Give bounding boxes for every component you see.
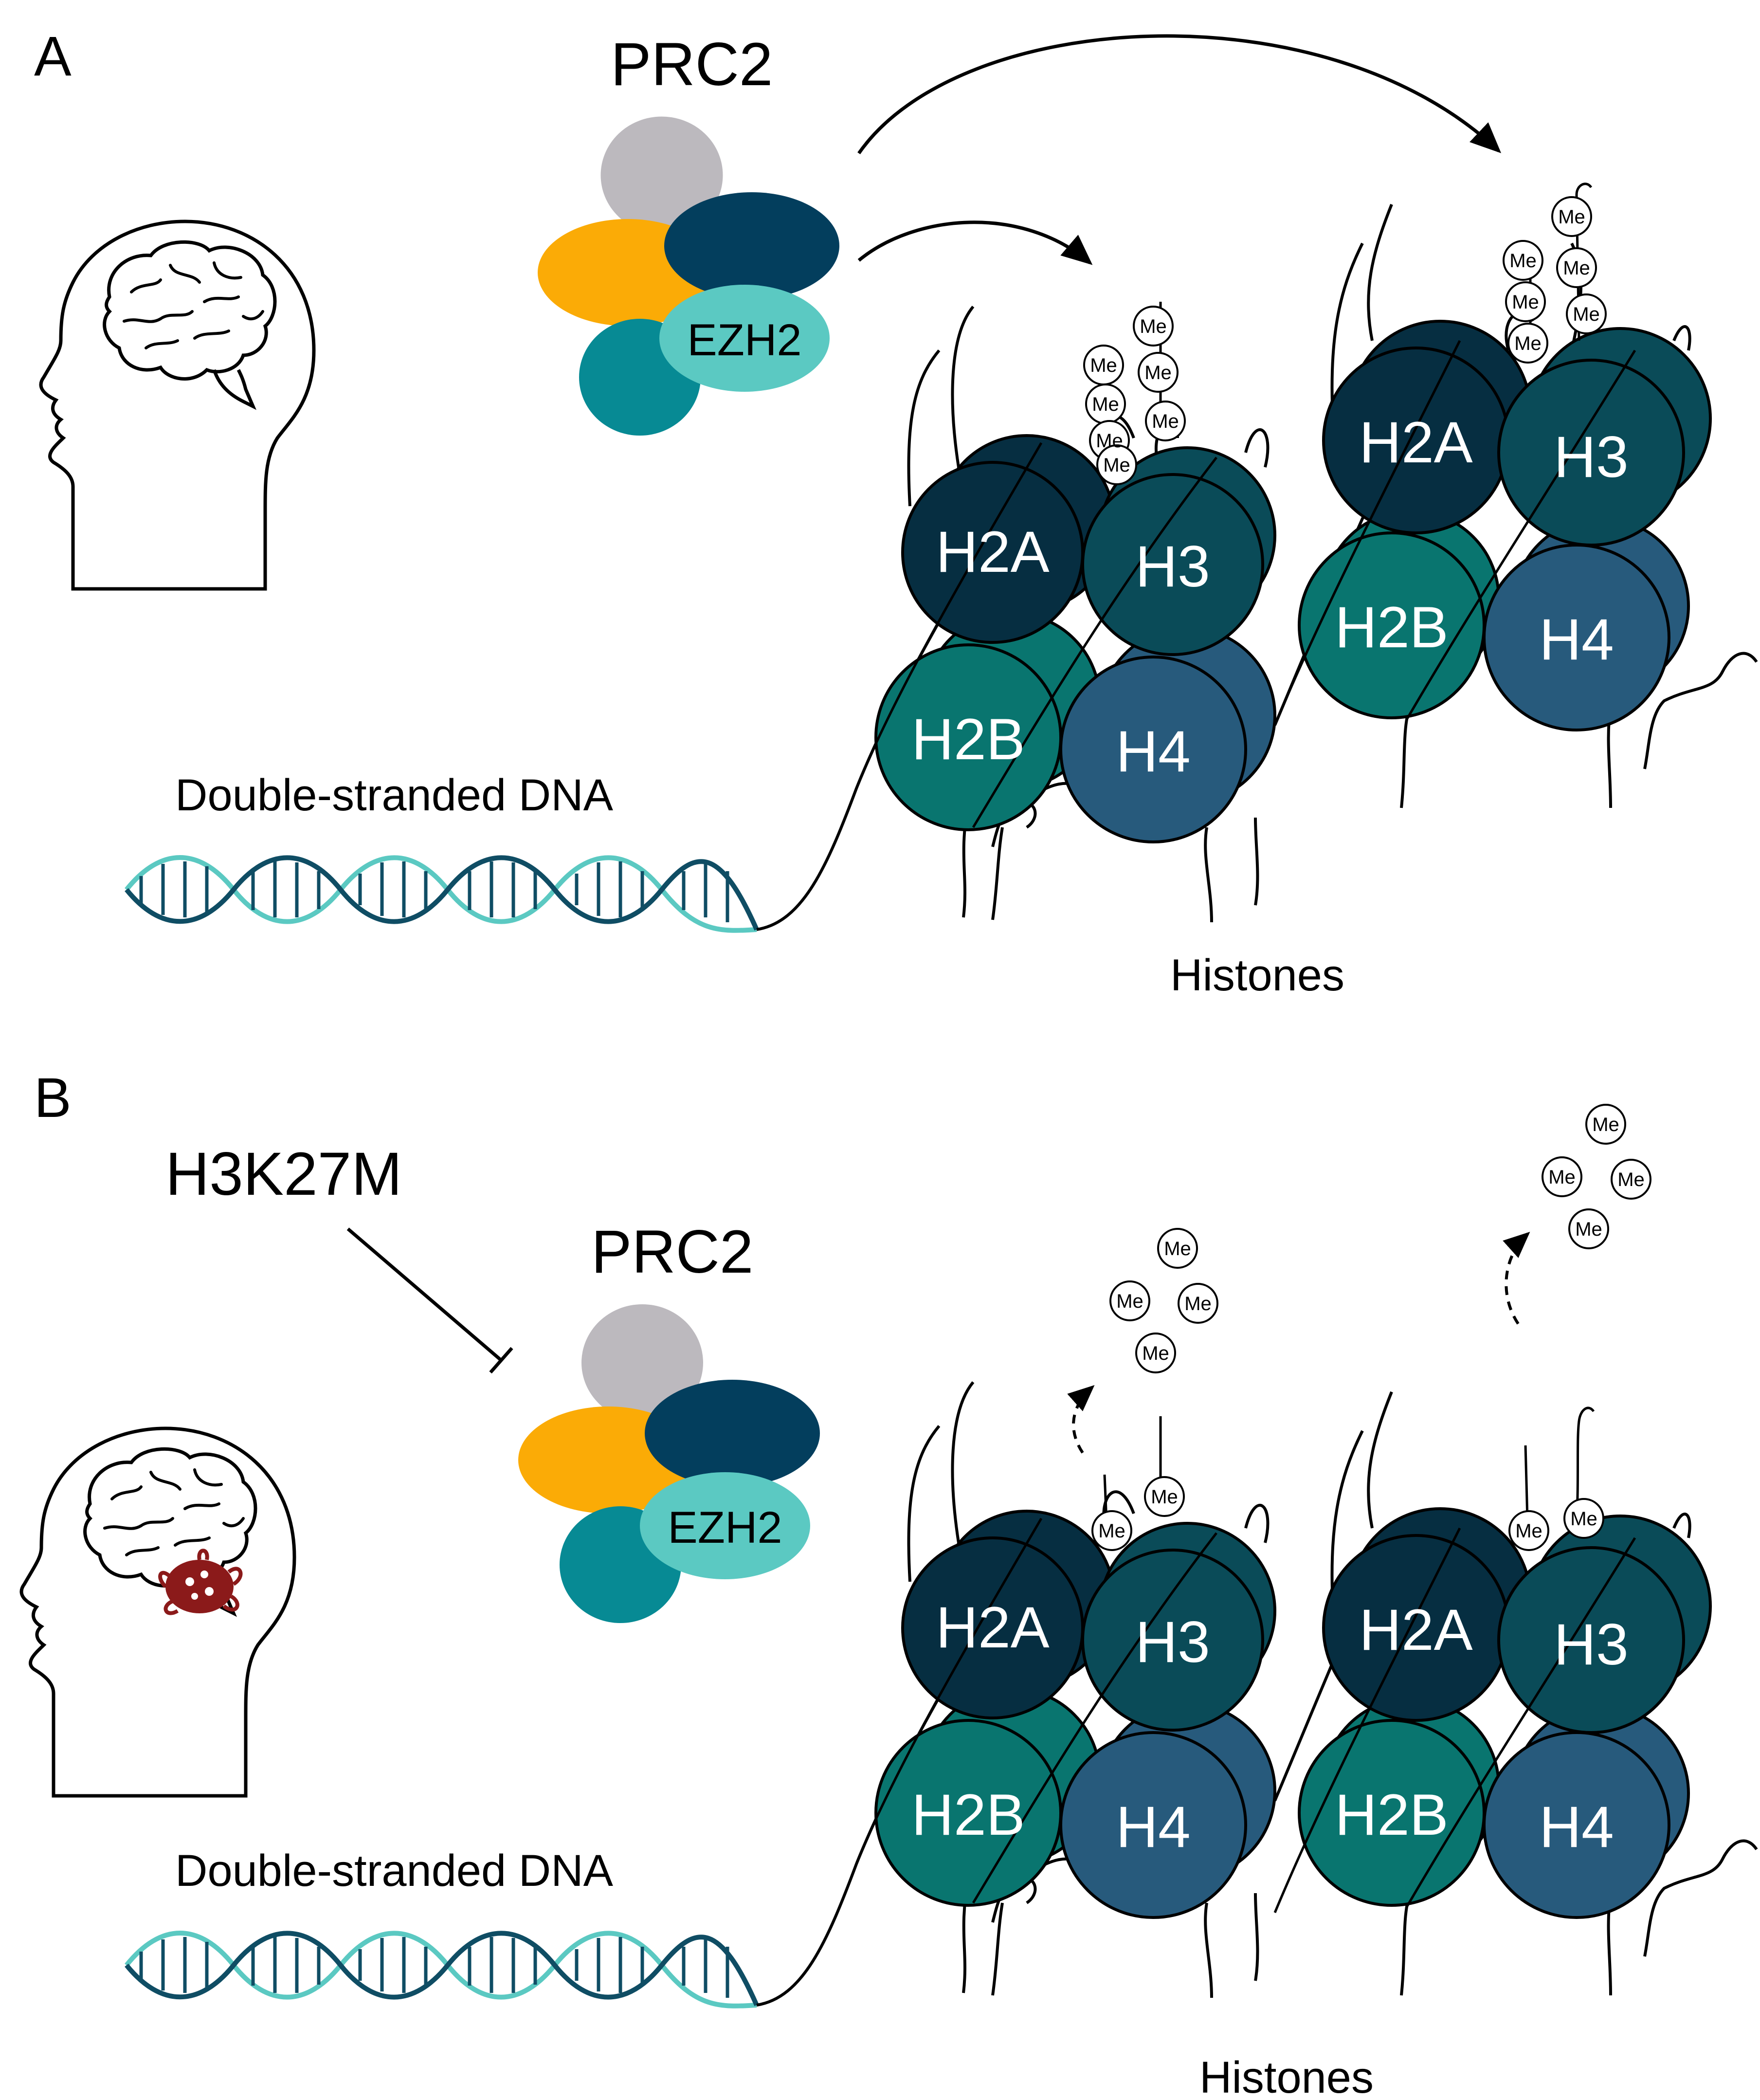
svg-text:Me: Me: [1514, 333, 1542, 354]
histone-h4: [1059, 1731, 1247, 1919]
nucleosome-1: H2A H3 H2B H4 Me Me: [855, 1381, 1276, 1998]
methyl-group: [1091, 1510, 1132, 1551]
dna-helix: [125, 1931, 759, 2009]
histone-label-h4: H4: [1116, 1794, 1190, 1860]
ezh2-subunit: [659, 285, 830, 392]
svg-text:Me: Me: [1151, 1486, 1178, 1508]
prc2-label: PRC2: [591, 1218, 753, 1286]
svg-text:Me: Me: [1512, 292, 1539, 313]
svg-text:Me: Me: [1096, 430, 1123, 452]
ezh2-label: EZH2: [668, 1503, 782, 1552]
histone-h4: [1483, 544, 1670, 731]
svg-text:Me: Me: [1573, 304, 1600, 325]
histone-label-h3: H3: [1554, 424, 1628, 490]
methyl-chain-1: Me Me Me Me: [1083, 345, 1137, 485]
methyl-chain-3: Me Me Me: [1503, 240, 1548, 364]
svg-text:Me: Me: [1140, 316, 1167, 337]
prc2-navy-subunit: [645, 1380, 820, 1487]
svg-text:Me: Me: [1103, 455, 1130, 476]
svg-text:Me: Me: [1592, 1114, 1619, 1135]
methyl-group: [1508, 1510, 1549, 1551]
tumor-icon: [158, 1549, 243, 1615]
released-methyls-1: Me Me Me Me: [1109, 1228, 1218, 1373]
histone-label-h2b: H2B: [1335, 1782, 1448, 1847]
svg-text:Me: Me: [1617, 1169, 1645, 1190]
dna-label: Double-stranded DNA: [175, 1846, 614, 1896]
brain-icon: [103, 240, 277, 410]
histone-label-h2a: H2A: [1359, 1597, 1472, 1662]
inhibition-line: [346, 1227, 513, 1374]
svg-text:Me: Me: [1152, 411, 1179, 432]
histone-label-h2b: H2B: [911, 1782, 1025, 1847]
histone-label-h2a: H2A: [1359, 410, 1472, 475]
methylation-arrow-1: [857, 220, 1093, 265]
svg-text:Me: Me: [1509, 250, 1537, 272]
release-arrow-2: [1503, 1231, 1530, 1325]
svg-text:Me: Me: [1184, 1293, 1212, 1315]
histone-label-h3: H3: [1135, 534, 1210, 599]
prc2-complex: EZH2: [518, 1304, 820, 1623]
svg-text:Me: Me: [1515, 1520, 1542, 1542]
dna-label: Double-stranded DNA: [175, 770, 614, 820]
nucleosome-2: H2A H3 H2B H4 Me Me: [1273, 1391, 1758, 1996]
histone-label-h3: H3: [1554, 1612, 1628, 1677]
svg-text:Me: Me: [1142, 1343, 1169, 1364]
histone-h4: [1483, 1731, 1670, 1919]
panel-letter: A: [34, 25, 72, 88]
released-methyls-2: Me Me Me Me: [1542, 1104, 1651, 1249]
methyl-group: [1563, 1498, 1604, 1539]
svg-text:Me: Me: [1563, 257, 1590, 279]
panel-letter: B: [34, 1067, 72, 1129]
svg-text:Me: Me: [1092, 394, 1119, 415]
dna-helix: [125, 855, 759, 933]
svg-text:Me: Me: [1548, 1167, 1576, 1188]
svg-text:Me: Me: [1098, 1520, 1125, 1542]
release-arrow-1: [1067, 1385, 1095, 1454]
svg-text:Me: Me: [1090, 355, 1117, 376]
prc2-gray-subunit: [581, 1304, 703, 1421]
svg-text:Me: Me: [1558, 206, 1585, 228]
histone-label-h3: H3: [1135, 1609, 1210, 1675]
prc2-navy-subunit: [664, 192, 839, 299]
panel-a: A PRC2 EZH2 Double-stranded DNA: [34, 25, 1758, 1000]
prc2-label: PRC2: [611, 31, 773, 98]
svg-text:Me: Me: [1144, 362, 1172, 383]
ezh2-label: EZH2: [687, 315, 801, 365]
svg-text:Me: Me: [1164, 1238, 1191, 1260]
nucleosome-2: H2A H3 H2B H4 Me Me Me Me Me Me: [1273, 183, 1758, 808]
svg-text:Me: Me: [1570, 1508, 1597, 1530]
histone-label-h4: H4: [1116, 719, 1190, 784]
panel-b: B H3K27M PRC2: [19, 1067, 1758, 2100]
histones-label: Histones: [1199, 2053, 1374, 2100]
histone-h4: [1059, 656, 1247, 843]
histone-label-h2a: H2A: [936, 519, 1049, 584]
methyl-chain-4: Me Me Me: [1551, 183, 1607, 341]
histone-label-h2b: H2B: [911, 707, 1025, 772]
histone-label-h4: H4: [1539, 1794, 1614, 1860]
histone-label-h4: H4: [1539, 607, 1614, 672]
histone-h3: [1081, 1549, 1264, 1732]
svg-text:Me: Me: [1116, 1291, 1143, 1312]
histone-label-h2a: H2A: [936, 1595, 1049, 1660]
methyl-group: [1144, 1476, 1185, 1517]
histones-label: Histones: [1170, 950, 1344, 1000]
svg-text:Me: Me: [1575, 1219, 1602, 1240]
inhibitor-label: H3K27M: [165, 1140, 402, 1208]
nucleosome-1: H2A H3 H2B H4 Me Me Me Me Me: [855, 302, 1276, 923]
histone-label-h2b: H2B: [1335, 595, 1448, 660]
methyl-chain-2: Me Me Me: [1133, 302, 1186, 441]
head-icon: [19, 1426, 296, 1798]
methylation-arrow-2: [857, 34, 1502, 155]
head-icon: [39, 219, 316, 591]
ezh2-subunit: [640, 1472, 810, 1579]
histone-h3: [1081, 473, 1264, 656]
prc2-complex: EZH2: [538, 116, 839, 436]
